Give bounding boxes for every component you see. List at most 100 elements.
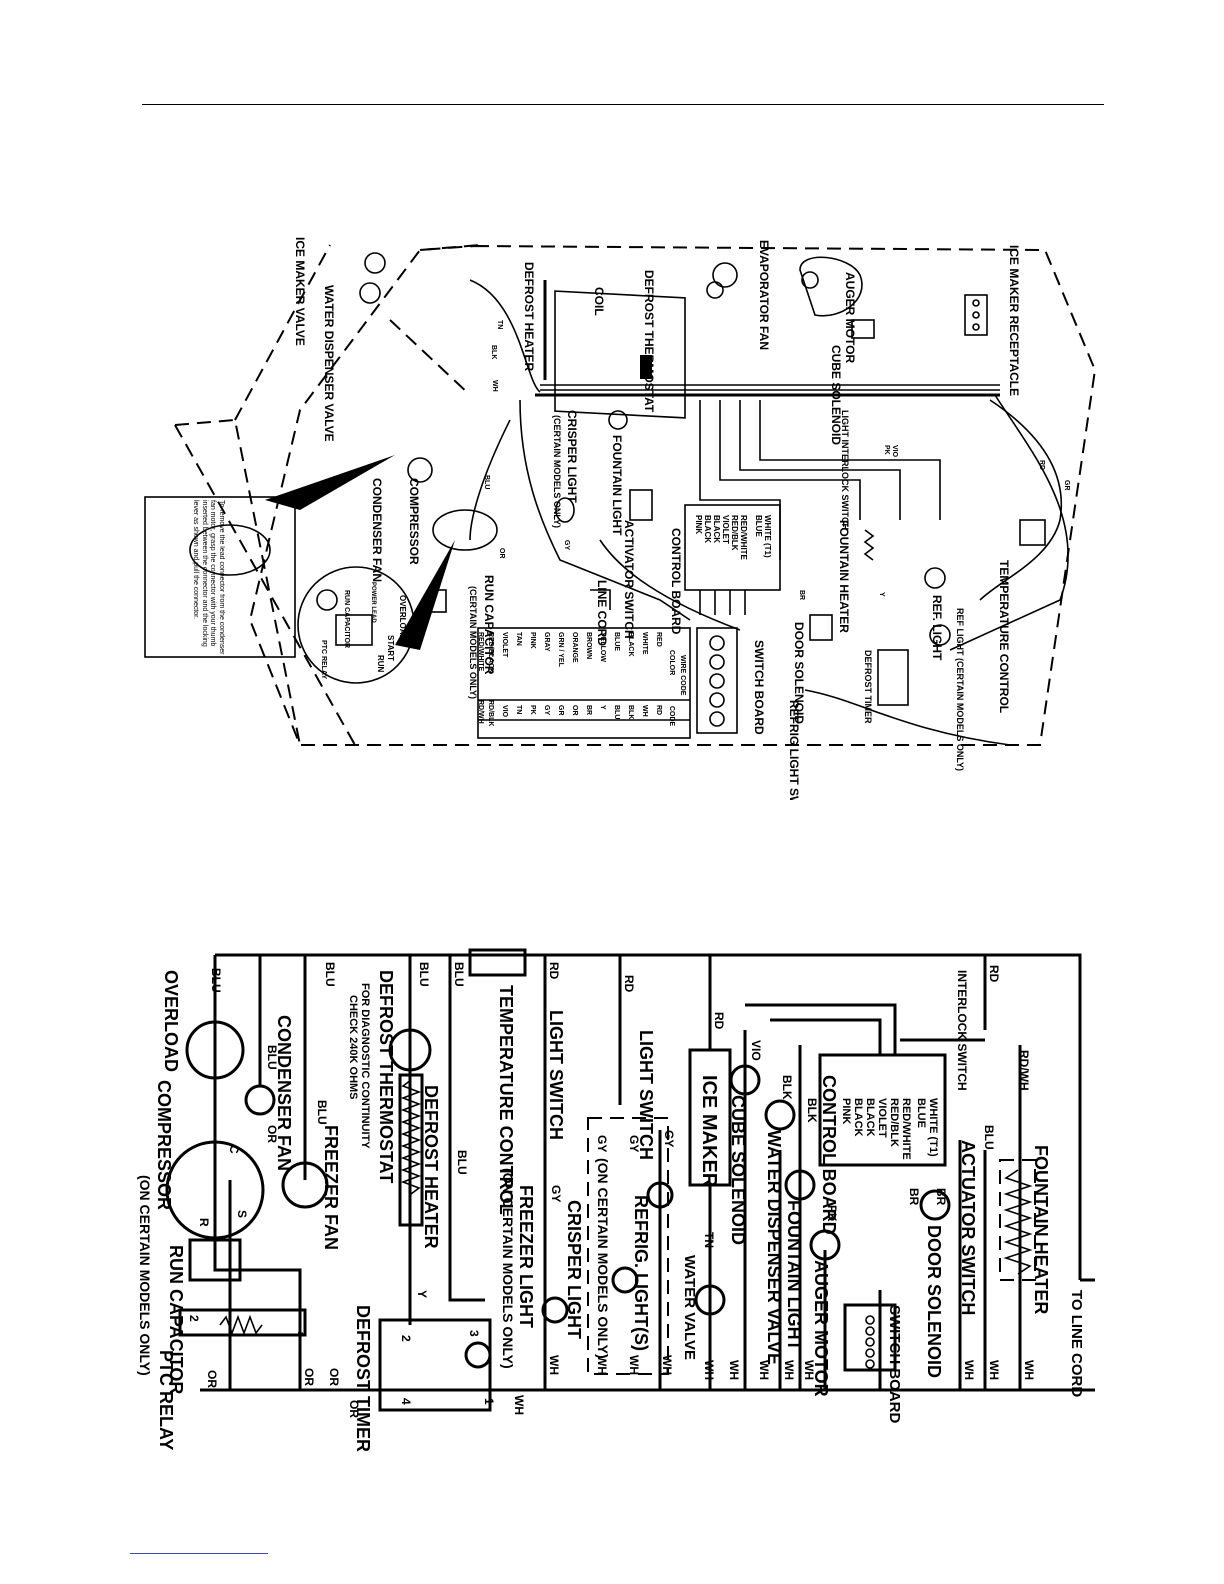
label-defrost-heater: DEFROST HEATER (522, 262, 536, 371)
freezer-light-icon (541, 1296, 569, 1324)
sch-wire-wh: WH (987, 1360, 1001, 1380)
sch-ptc-relay: PTC RELAY (156, 1350, 176, 1450)
sch-refrig-lights: REFRIG. LIGHT(S) (631, 1195, 651, 1351)
wiring-harness (469, 279, 1069, 746)
label-ref-light: REF. LIGHT (930, 595, 944, 661)
evaporator-fan-shape (706, 262, 738, 299)
wire-code-color: TAN (515, 632, 522, 646)
sch-relay-terminal-2: 2 (187, 1315, 201, 1322)
sch-wire-or: OR (302, 1368, 316, 1386)
sch-switch-board: SWITCH BOARD (886, 1305, 903, 1423)
sch-wire-blu: BLU (982, 1125, 996, 1150)
sch-wire-blk: BLK (780, 1075, 794, 1100)
label-crisper-light: CRISPER LIGHT (565, 410, 579, 503)
sch-r: R (197, 1218, 211, 1227)
sch-light-switch: LIGHT SWITCH (546, 1010, 566, 1140)
valve-shapes (359, 252, 386, 304)
sch-refrig-note: (ON CERTAIN MODELS ONLY) (595, 1158, 611, 1359)
wire-abbrev-rd: RD (1038, 460, 1045, 470)
wire-code-code: Y (599, 705, 606, 710)
label-fountain-heater: FOUNTAIN HEATER (837, 520, 851, 633)
label-line-cord: LINE CORD (595, 580, 609, 646)
sch-overload: OVERLOAD (161, 970, 181, 1072)
sch-board-wire-2: RED/WHITE (900, 1098, 912, 1160)
connector-inset-box (144, 496, 296, 658)
label-run-capacitor-note: (CERTAIN MODELS ONLY) (468, 586, 478, 699)
sch-wire-wh: WH (660, 1355, 674, 1375)
label-evaporator-fan: EVAPORATOR FAN (757, 240, 771, 350)
sch-ice-maker: ICE MAKER (698, 1075, 720, 1188)
overload-relay-inset (297, 566, 415, 684)
sch-wire-wh: WH (547, 1355, 561, 1375)
wire-code-color: RED (655, 632, 662, 647)
sch-fountain-light: FOUNTAIN LIGHT (784, 1200, 804, 1351)
refrig-light-icon (646, 1181, 674, 1209)
cb-wire-7: PINK (694, 515, 703, 534)
condenser-fan-icon (244, 1084, 276, 1116)
wire-abbrev-wh: WH (491, 380, 498, 392)
sch-wire-rd: RD (712, 1012, 726, 1030)
cb-wire-6: BLACK (703, 515, 712, 543)
sch-board-wire-1: BLUE (915, 1098, 927, 1128)
sch-wire-blk: BLK (805, 1098, 819, 1123)
sch-interlock-switch: INTERLOCK SWITCH (955, 970, 969, 1091)
sch-condenser-fan: CONDENSER FAN (274, 1015, 294, 1171)
top-rule (142, 104, 1104, 105)
wire-code-code: GY (543, 705, 550, 715)
wire-code-color: WHITE (641, 632, 648, 655)
wire-code-title: WIRE CODE (679, 655, 686, 696)
label-crisper-light-note: (CERTAIN MODELS ONLY) (552, 415, 562, 528)
sch-wire-wh: WH (627, 1355, 641, 1375)
sch-wire-wh: WH (512, 1395, 526, 1415)
sch-timer-terminal-1: 1 (482, 1398, 496, 1405)
sch-timer-terminal-4: 4 (399, 1398, 413, 1405)
wire-code-color: PINK (529, 632, 536, 649)
wire-code-color: BLUE (613, 632, 620, 651)
sch-freezer-light: FREEZER LIGHT (516, 1185, 536, 1328)
cb-wire-3: RED/BLK (730, 515, 739, 551)
sch-freezer-light-note: (ON CERTAIN MODELS ONLY) (500, 1168, 516, 1369)
sch-wire-wh: WH (702, 1360, 716, 1380)
sch-wire-gy: GY (627, 1135, 641, 1152)
door-solenoid-shape (809, 614, 833, 641)
sch-freezer-fan: FREEZER FAN (321, 1125, 341, 1250)
fountain-heater-shape (863, 529, 875, 561)
sch-wire-or: OR (327, 1368, 341, 1386)
wire-code-color: VIOLET (501, 632, 508, 658)
sch-wire-tn: TN (702, 1232, 716, 1248)
door-solenoid-icon (919, 1189, 951, 1221)
defrost-heater-icon (398, 1073, 424, 1227)
wire-abbrev-br: BR (798, 590, 805, 600)
label-auger-motor: AUGER MOTOR (843, 272, 857, 363)
sch-wire-vio: VIO (749, 1040, 763, 1061)
auger-motor-shape (799, 256, 863, 317)
sch-defrost-timer: DEFROST TIMER (353, 1305, 373, 1452)
wire-code-code: RD (655, 705, 662, 715)
footer-link-rule (130, 1553, 268, 1554)
schematic-components (165, 1020, 1033, 1369)
sch-wire-br: BR (907, 1188, 921, 1206)
wire-code-code: GR (557, 705, 564, 716)
ice-maker-receptacle-shape (964, 294, 988, 336)
wire-code-color: ORANGE (571, 632, 578, 663)
label-defrost-thermostat: DEFROST THERMOSTAT (642, 270, 656, 413)
cb-wire-1: BLUE (754, 515, 763, 537)
label-cube-solenoid: CUBE SOLENOID (829, 345, 843, 445)
sch-water-valve: WATER VALVE (681, 1255, 698, 1360)
sch-wire-rd: RD (622, 975, 636, 993)
sch-diag-note-2: CHECK 240K OHMS (347, 995, 359, 1100)
wire-code-color: RED/BLACK (487, 632, 494, 673)
label-temperature-control: TEMPERATURE CONTROL (997, 560, 1011, 713)
sch-wire-wh: WH (757, 1360, 771, 1380)
wire-abbrev-vio: VIO (891, 445, 898, 458)
line-cord-shape (590, 589, 611, 610)
wire-code-code: WH (641, 705, 648, 717)
wire-abbrev-blu: BLU (483, 475, 490, 489)
wire-abbrev-blk: BLK (490, 345, 497, 359)
label-overload: OVERLOAD (398, 595, 407, 641)
sch-c: C (227, 1145, 241, 1154)
sch-control-board: CONTROL BOARD (819, 1075, 839, 1235)
sch-board-wire-7: PINK (840, 1098, 852, 1124)
sch-board-wire-4: VIOLET (876, 1098, 888, 1138)
label-switch-board: SWITCH BOARD (752, 640, 766, 735)
